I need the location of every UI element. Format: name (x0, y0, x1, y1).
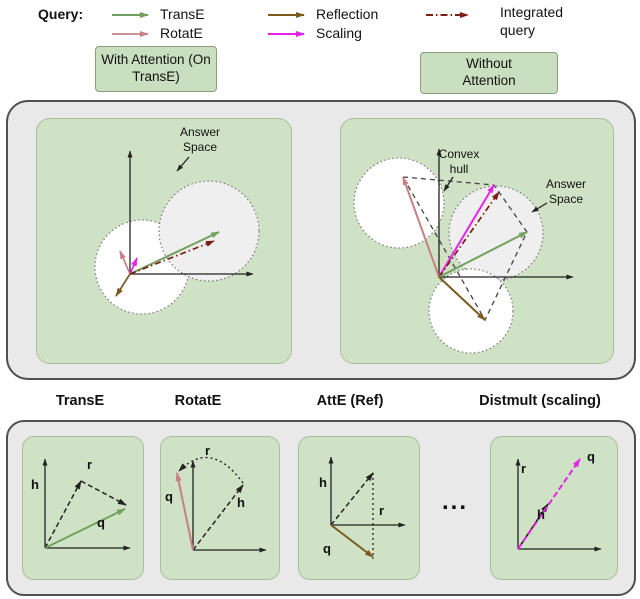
q-vector (175, 472, 194, 551)
transe-query-arrow (129, 231, 220, 275)
q-label: q (323, 541, 331, 556)
scaling-query-arrow (438, 184, 495, 278)
ellipsis: ... (442, 488, 469, 515)
r-label: r (521, 461, 527, 476)
r-label: r (87, 457, 93, 472)
h-vector (330, 472, 374, 526)
without-attention-label: Without Attention (462, 56, 516, 88)
reflection-query-arrow (115, 273, 131, 297)
h-vector (192, 484, 244, 551)
h-label: h (237, 495, 245, 510)
rotate-diagram (175, 456, 267, 553)
rotate-query-arrow (402, 176, 440, 278)
r-label: r (205, 443, 211, 458)
legend: Query: TransE RotatE Reflection Scaling … (0, 0, 640, 46)
r-rotation-arc (178, 456, 244, 484)
r-label: r (379, 503, 385, 518)
with-attention-diagram (94, 150, 260, 315)
operators-container: h r q r q h h (6, 420, 636, 596)
transe-panel: h r q (22, 436, 144, 580)
h-vector (44, 480, 82, 549)
q-vector (44, 508, 126, 549)
reflection-query-arrow (438, 276, 486, 321)
rotate-panel: r q h (160, 436, 280, 580)
without-attention-panel: Convex hull Answer Space (340, 118, 614, 364)
transe-diagram (42, 458, 131, 551)
q-vector (330, 524, 374, 558)
answer-space-pointer-arrow (176, 156, 190, 172)
legend-item-rotate: RotatE (160, 25, 203, 41)
legend-item-transe: TransE (160, 6, 205, 22)
scaling-arrow-icon (268, 31, 305, 37)
answer-space-pointer-arrow (531, 202, 548, 213)
q-label: q (165, 489, 173, 504)
convex-hull-pointer-arrow (443, 176, 454, 192)
reflection-arrow-icon (268, 12, 305, 18)
answer-region-circle (353, 157, 445, 249)
rotate-query-arrow (119, 250, 131, 275)
rotate-arrow-icon (112, 31, 149, 37)
atte-ref-diagram (328, 456, 406, 559)
legend-item-reflection: Reflection (316, 6, 379, 22)
panel-title-transe: TransE (55, 393, 105, 409)
answer-space-label: Answer Space (179, 125, 220, 154)
attention-comparison-container: Answer Space Convex hull Answer Space (6, 100, 636, 380)
without-attention-box: Without Attention (420, 52, 558, 94)
integrated-query-arrow-icon (426, 12, 469, 18)
with-attention-label: With Attention (On TransE) (101, 52, 211, 84)
atte-ref-panel: h r q (298, 436, 420, 580)
q-vector (517, 458, 581, 550)
with-attention-box: With Attention (On TransE) (95, 46, 217, 92)
distmult-diagram (515, 458, 602, 552)
panel-title-distmult-scaling: Distmult (scaling) (479, 393, 601, 409)
panel-title-rotate: RotatE (174, 393, 222, 409)
q-label: q (97, 515, 105, 530)
with-attention-panel: Answer Space (36, 118, 292, 364)
transe-arrow-icon (112, 12, 149, 18)
legend-query-label: Query: (38, 6, 84, 22)
transe-query-arrow (438, 231, 528, 278)
answer-region-circle (448, 185, 544, 281)
r-vector (80, 480, 127, 506)
distmult-scaling-panel: r q h (490, 436, 618, 580)
answer-space-label: Answer Space (545, 177, 586, 206)
integrated-query-arrow (438, 191, 500, 278)
legend-item-scaling: Scaling (316, 25, 362, 41)
q-label: q (587, 449, 595, 464)
legend-item-integrated-query: Integrated query (500, 4, 564, 38)
integrated-query-arrow (129, 240, 215, 275)
panel-title-atte-ref: AttE (Ref) (316, 393, 384, 409)
h-label: h (319, 475, 327, 490)
without-attention-diagram (353, 148, 574, 354)
h-label: h (31, 477, 39, 492)
scaling-query-arrow (129, 257, 138, 275)
h-label: h (537, 507, 545, 522)
answer-region-circle (158, 180, 260, 282)
convex-hull-label: Convex hull (438, 147, 480, 176)
answer-region-circle (428, 268, 514, 354)
